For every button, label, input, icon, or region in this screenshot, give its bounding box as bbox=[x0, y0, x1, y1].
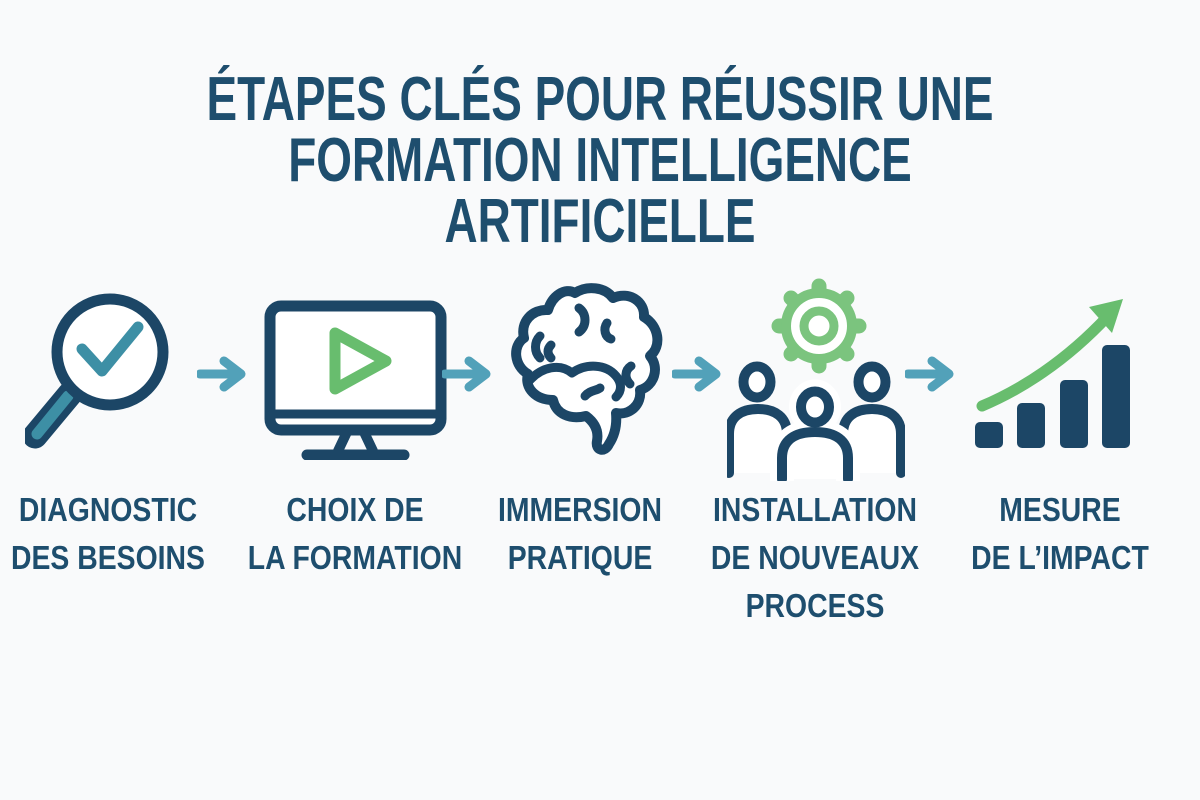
title-line-1: ÉTAPES CLÉS POUR RÉUSSIR UNE bbox=[206, 65, 994, 134]
magnifier-check-icon bbox=[22, 285, 185, 460]
step-label-choix-formation: CHOIX DE LA FORMATION bbox=[243, 486, 467, 582]
bar-chart-growth-icon bbox=[970, 290, 1135, 460]
label-line: IMMERSION bbox=[498, 491, 662, 528]
label-line: DIAGNOSTIC bbox=[18, 491, 198, 528]
label-line: DE L’IMPACT bbox=[971, 539, 1149, 576]
label-line: DE NOUVEAUX bbox=[710, 539, 920, 576]
label-line: CHOIX DE bbox=[286, 491, 424, 528]
step-label-mesure-impact: MESURE DE L’IMPACT bbox=[948, 486, 1172, 582]
arrow-right-icon bbox=[670, 354, 724, 399]
step-label-diagnostic: DIAGNOSTIC DES BESOINS bbox=[0, 486, 220, 582]
title-line-2: FORMATION INTELLIGENCE ARTIFICIELLE bbox=[288, 126, 912, 256]
label-line: LA FORMATION bbox=[247, 539, 463, 576]
label-line: DES BESOINS bbox=[11, 539, 205, 576]
label-line: PROCESS bbox=[745, 587, 885, 624]
step-label-installation-process: INSTALLATION DE NOUVEAUX PROCESS bbox=[703, 486, 927, 630]
label-line: INSTALLATION bbox=[713, 491, 917, 528]
page-title: ÉTAPES CLÉS POUR RÉUSSIR UNE FORMATION I… bbox=[156, 65, 1044, 256]
arrow-right-icon bbox=[903, 354, 957, 399]
label-line: MESURE bbox=[999, 491, 1121, 528]
label-line: PRATIQUE bbox=[507, 539, 653, 576]
arrow-right-icon bbox=[195, 354, 249, 399]
monitor-play-icon bbox=[263, 300, 448, 465]
arrow-right-icon bbox=[440, 354, 494, 399]
team-gear-icon bbox=[724, 276, 906, 491]
step-label-immersion: IMMERSION PRATIQUE bbox=[468, 486, 692, 582]
brain-icon bbox=[503, 283, 663, 468]
